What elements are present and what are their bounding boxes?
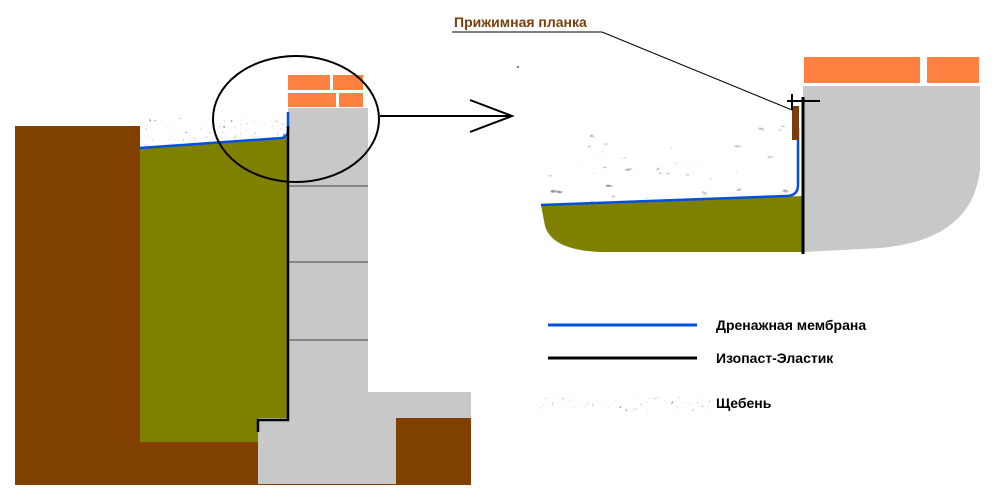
- stray-dot: [517, 66, 519, 68]
- wall-block-joints: [288, 185, 368, 341]
- waterproofing-line: [256, 126, 290, 432]
- detail-view: Прижимная планка: [452, 14, 980, 254]
- callout-label: Прижимная планка: [454, 14, 587, 30]
- footing: [258, 418, 396, 484]
- clamp-fastener: [787, 94, 820, 110]
- detail-gravel: [541, 125, 790, 205]
- legend-gravel-label: Щебень: [716, 395, 772, 411]
- legend-waterproofing-label: Изопаст-Эластик: [716, 350, 834, 366]
- detail-membrane: [540, 128, 800, 207]
- detail-arrow: [380, 99, 515, 133]
- legend-membrane-label: Дренажная мембрана: [716, 317, 866, 333]
- brick-course: [288, 75, 363, 107]
- clamp-bar: [792, 106, 799, 140]
- backfill: [140, 138, 288, 442]
- legend: Дренажная мембрана Изопаст-Эластик Щебен…: [540, 317, 866, 411]
- detail-wall: [803, 86, 980, 252]
- left-section: [15, 55, 471, 485]
- foundation-wall: [288, 108, 368, 418]
- legend-gravel-swatch: [540, 397, 710, 411]
- detail-callout-circle: [212, 55, 380, 183]
- blind-area: [366, 392, 471, 418]
- soil: [15, 126, 471, 485]
- callout-leader-line: [601, 31, 793, 111]
- detail-backfill: [541, 196, 803, 252]
- detail-bricks: [804, 57, 979, 83]
